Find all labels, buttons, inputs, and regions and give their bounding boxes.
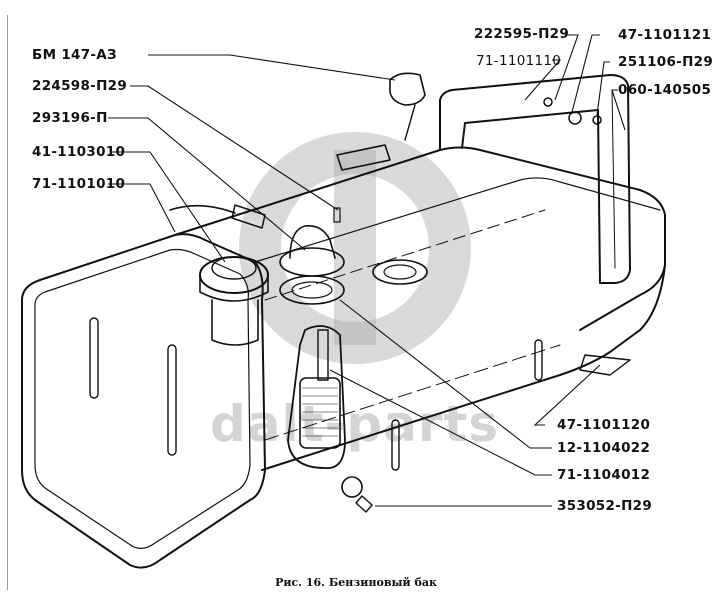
part-label-71-1101010: 71-1101010 <box>32 176 126 192</box>
leader-line <box>329 369 552 476</box>
tank-front-inner <box>34 248 251 549</box>
fuel-pipe <box>317 329 329 381</box>
tank-mid-seam <box>254 177 661 263</box>
part-label-353052: 353052-П29 <box>557 498 653 514</box>
part-label-47-1101121: 47-1101121 <box>618 27 712 43</box>
leader-line <box>554 34 579 101</box>
leader-line <box>110 151 226 263</box>
part-label-71-1101110: 71-1101110 <box>476 53 562 69</box>
leader-line <box>533 364 601 426</box>
part-label-71-1104012: 71-1104012 <box>557 467 651 483</box>
intake-filter <box>299 377 341 449</box>
part-label-251106: 251106-П29 <box>618 54 712 70</box>
leader-line <box>611 89 626 131</box>
bracket-bolt <box>568 111 582 125</box>
bracket-bolt <box>592 115 602 125</box>
cutaway <box>287 325 346 469</box>
sender-unit <box>389 72 426 106</box>
small-screw <box>333 207 341 223</box>
leader-line <box>524 59 562 101</box>
leader-line <box>148 54 396 81</box>
figure-caption: Рис. 16. Бензиновый бак <box>275 576 437 589</box>
part-label-12-1104022: 12-1104022 <box>557 440 651 456</box>
part-label-47-1101120: 47-1101120 <box>557 417 651 433</box>
leader-line <box>571 34 600 113</box>
part-label-bm147: БМ 147-АЗ <box>32 47 117 63</box>
tank-top-edge <box>174 146 666 331</box>
mounting-foot <box>579 354 631 376</box>
breather-pipe <box>169 204 236 214</box>
leader-line <box>339 299 552 449</box>
bracket-bolt <box>543 97 553 107</box>
leader-line <box>108 183 176 233</box>
part-label-222595: 222595-П29 <box>474 26 570 42</box>
float <box>336 144 391 171</box>
part-label-293196: 293196-П <box>32 110 108 126</box>
tank-bottom-edge <box>261 264 666 471</box>
side-slot <box>534 339 543 381</box>
part-label-224598: 224598-П29 <box>32 78 128 94</box>
tank-opening <box>372 259 428 285</box>
mounting-strap <box>439 74 631 284</box>
part-label-41-1103010: 41-1103010 <box>32 144 126 160</box>
front-slot <box>167 344 177 456</box>
drain-plug <box>341 476 363 498</box>
front-slot <box>89 317 99 399</box>
watermark-text: dalt-parts <box>210 395 500 453</box>
tank-front-face <box>21 233 266 569</box>
page-margin-line <box>7 15 8 590</box>
filler-neck <box>211 299 259 346</box>
leader-line <box>596 61 610 116</box>
leader-line <box>108 117 306 251</box>
filler-cap <box>199 256 269 294</box>
leader-line <box>130 85 339 211</box>
part-label-060-140505: 060-140505 <box>618 82 712 98</box>
side-slot <box>391 419 400 471</box>
